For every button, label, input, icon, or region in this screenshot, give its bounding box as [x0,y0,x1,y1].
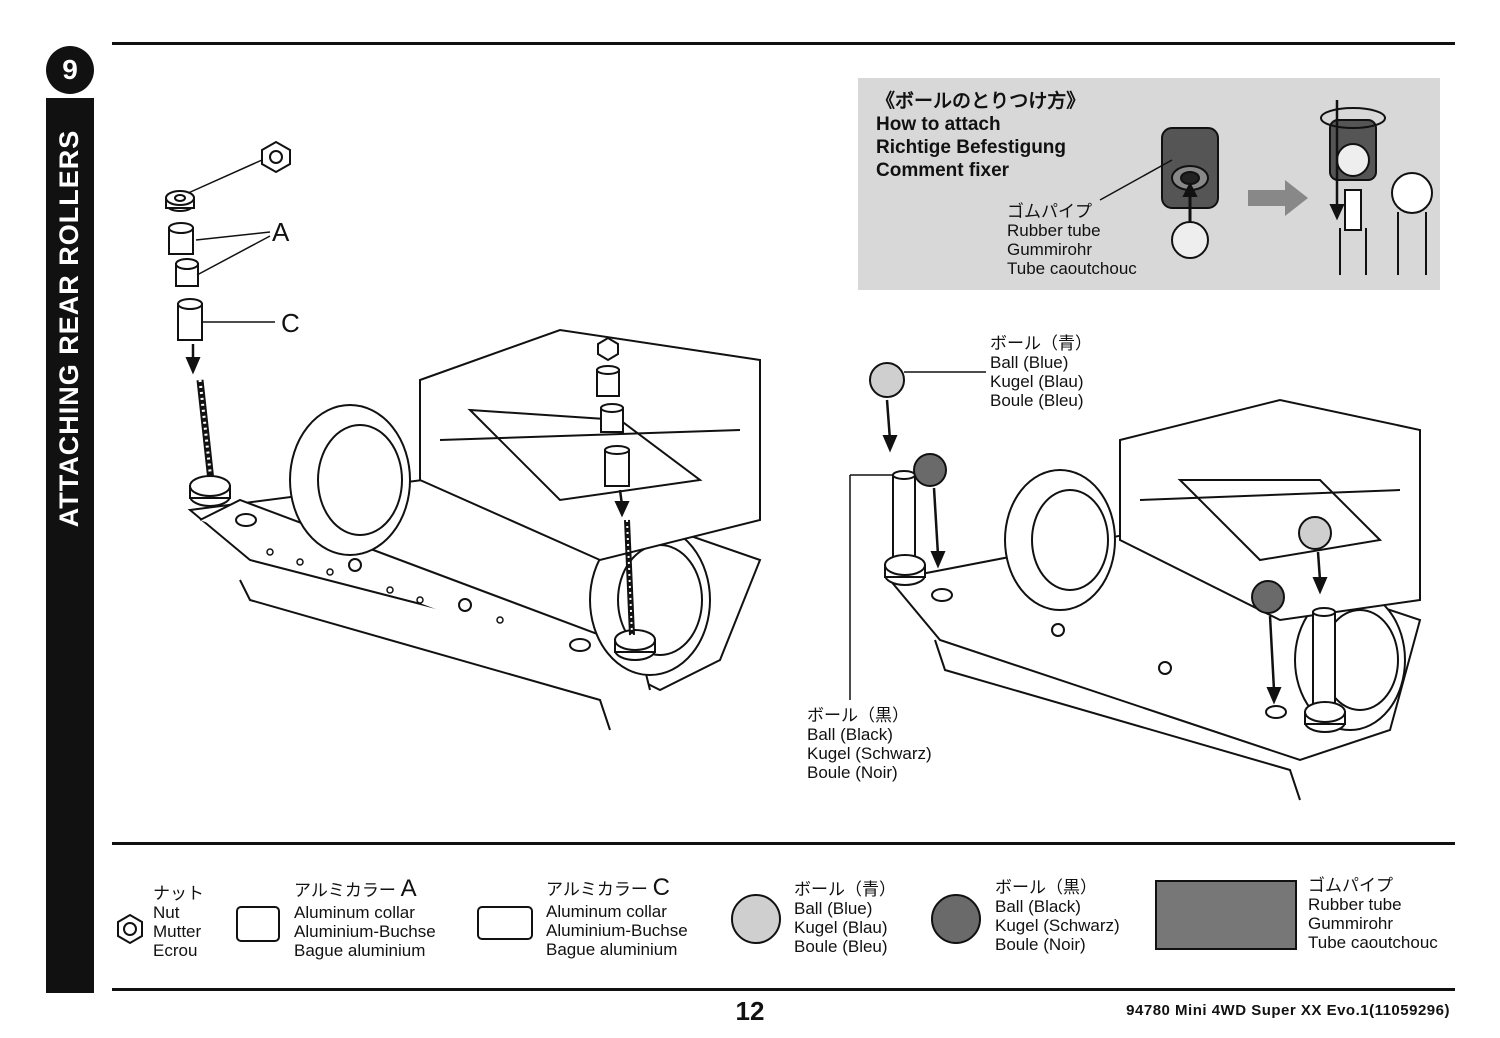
legend-collar-a-letter: A [400,875,417,902]
legend-ball-black-de: Kugel (Schwarz) [995,916,1120,935]
legend-collar-c-de: Aluminium-Buchse [546,921,688,940]
howto-title-jp: 《ボールのとりつけ方》 [876,91,1086,112]
blue-ball-mark [869,362,905,398]
black-ball-en: Ball (Black) [807,725,893,744]
ball-howto-title: 《ボールのとりつけ方》 How to attach Richtige Befes… [876,90,1085,182]
legend-ball-blue-en: Ball (Blue) [794,899,873,918]
legend-collar-c-en: Aluminum collar [546,902,667,921]
legend-tube-fr: Tube caoutchouc [1308,933,1438,952]
black-ball-mark-1 [913,453,947,487]
step-number: 9 [46,46,94,94]
blue-ball-fr: Boule (Bleu) [990,391,1084,410]
howto-tube-en: Rubber tube [1007,221,1101,240]
howto-tube-de: Gummirohr [1007,240,1093,259]
howto-title-de: Richtige Befestigung [876,137,1067,158]
legend-ball-blue-icon [731,894,781,944]
legend-collar-c-fr: Bague aluminium [546,940,678,959]
legend-collar-a-jp: アルミカラー [294,881,396,900]
blue-ball-label: ボール（青） Ball (Blue) Kugel (Blau) Boule (B… [990,334,1092,410]
ball-howto-box [858,78,1440,290]
left-chassis [187,328,762,731]
legend-nut-en: Nut [153,903,180,922]
legend-ball-black-en: Ball (Black) [995,897,1081,916]
black-ball-de: Kugel (Schwarz) [807,744,932,763]
blue-ball-mark-2 [1298,516,1332,550]
legend-nut-fr: Ecrou [153,941,198,960]
blue-ball-de: Kugel (Blau) [990,372,1084,391]
legend-tube-icon [1155,880,1297,950]
left-exploded-parts [165,140,291,491]
legend-ball-blue-fr: Boule (Bleu) [794,937,888,956]
blue-ball-en: Ball (Blue) [990,353,1069,372]
arrow-right-icon [1248,180,1308,216]
legend-collar-c: アルミカラー C Aluminum collar Aluminium-Buchs… [546,876,688,960]
legend-nut-de: Mutter [153,922,202,941]
howto-tube-fr: Tube caoutchouc [1007,259,1137,278]
black-ball-label: ボール（黒） Ball (Black) Kugel (Schwarz) Boul… [807,706,932,782]
legend-ball-black-icon [931,894,981,944]
howto-title-fr: Comment fixer [876,160,1010,181]
howto-drawing [1099,100,1433,275]
legend-tube-jp: ゴムパイプ [1308,876,1393,895]
legend-tube-en: Rubber tube [1308,895,1402,914]
legend-nut-jp: ナット [153,884,204,903]
model-number: 94780 Mini 4WD Super XX Evo.1(11059296) [1126,1002,1450,1019]
label-c: C [281,308,300,338]
legend-collar-c-icon [477,906,533,940]
legend-tube: ゴムパイプ Rubber tube Gummirohr Tube caoutch… [1308,876,1438,952]
legend-tube-de: Gummirohr [1308,914,1394,933]
legend-ball-blue-jp: ボール（青） [794,880,896,899]
page-number: 12 [735,996,765,1026]
legend-ball-black-jp: ボール（黒） [995,878,1097,897]
legend-collar-a-icon [236,906,280,942]
legend-collar-c-letter: C [652,874,670,901]
ball-illustration [1171,221,1209,259]
right-balls [849,362,1332,705]
legend-ball-blue: ボール（青） Ball (Blue) Kugel (Blau) Boule (B… [794,880,896,956]
howto-tube-label: ゴムパイプ Rubber tube Gummirohr Tube caoutch… [1007,202,1137,278]
legend-top-rule [112,842,1455,845]
legend-icons [117,880,1297,950]
legend-nut: ナット Nut Mutter Ecrou [153,884,204,960]
black-ball-fr: Boule (Noir) [807,763,898,782]
black-ball-jp: ボール（黒） [807,706,909,725]
legend-collar-a-fr: Bague aluminium [294,941,426,960]
step-bar [46,98,94,993]
left-stack [596,336,630,518]
legend-collar-a-en: Aluminum collar [294,903,415,922]
legend-collar-a-de: Aluminium-Buchse [294,922,436,941]
legend-collar-c-jp: アルミカラー [546,880,648,899]
label-a: A [272,217,290,247]
black-ball-mark-2 [1251,580,1285,614]
legend-bottom-rule [112,988,1455,991]
legend-collar-a: アルミカラー A Aluminum collar Aluminium-Buchs… [294,877,436,961]
legend-ball-black-fr: Boule (Noir) [995,935,1086,954]
legend-ball-blue-de: Kugel (Blau) [794,918,888,937]
blue-ball-jp: ボール（青） [990,334,1092,353]
howto-title-en: How to attach [876,114,1001,135]
right-chassis [884,398,1422,801]
howto-tube-jp: ゴムパイプ [1007,202,1092,221]
legend-ball-black: ボール（黒） Ball (Black) Kugel (Schwarz) Boul… [995,878,1120,954]
top-rule [112,42,1455,45]
